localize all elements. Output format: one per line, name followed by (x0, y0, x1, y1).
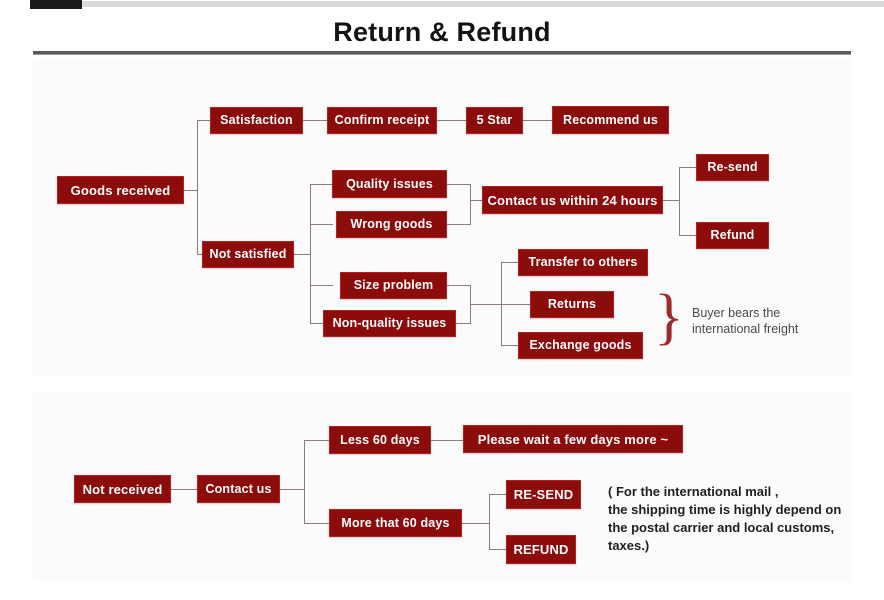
connector-merge-to-contact24h (470, 200, 483, 201)
connector-less60-to-wait (431, 440, 463, 441)
connector-to-resend-2 (489, 494, 506, 495)
node-not-satisfied[interactable]: Not satisfied (202, 241, 294, 268)
connector-to-wrong-goods (310, 224, 333, 225)
connector-to-less-60-days (304, 440, 330, 441)
node-refund-2[interactable]: REFUND (506, 535, 576, 564)
connector-contact-to-split (280, 489, 305, 490)
node-exchange-goods[interactable]: Exchange goods (518, 332, 643, 359)
node-goods-received[interactable]: Goods received (57, 176, 184, 204)
connector-issues-vertical (310, 184, 311, 324)
node-please-wait[interactable]: Please wait a few days more ~ (463, 425, 683, 453)
connector-size-to-merge (447, 285, 471, 286)
page-title: Return & Refund (333, 17, 551, 47)
connector-contact24h-to-split (662, 200, 680, 201)
node-transfer-to-others[interactable]: Transfer to others (518, 249, 648, 276)
annotation-buyer-bears-freight: Buyer bears the international freight (692, 306, 799, 336)
node-contact-us-within-24-hours[interactable]: Contact us within 24 hours (482, 186, 663, 214)
connector-5star-to-recommend (523, 120, 553, 121)
connector-resend-refund-vertical-2 (489, 494, 490, 550)
top-black-marker (30, 0, 82, 9)
node-more-that-60-days[interactable]: More that 60 days (329, 509, 462, 537)
connector-wrong-to-merge (447, 224, 471, 225)
connector-goods-vertical (197, 120, 198, 255)
node-re-send-2[interactable]: RE-SEND (506, 480, 581, 509)
connector-to-returns (501, 304, 531, 305)
connector-nonquality-to-merge (456, 323, 471, 324)
node-re-send[interactable]: Re-send (696, 154, 769, 181)
connector-to-more-60-days (304, 523, 330, 524)
connector-to-satisfaction (197, 120, 211, 121)
connector-to-exchange (501, 345, 519, 346)
connector-to-refund (679, 235, 697, 236)
node-refund[interactable]: Refund (696, 222, 769, 249)
node-not-received[interactable]: Not received (74, 475, 171, 503)
connector-to-transfer (501, 262, 519, 263)
node-quality-issues[interactable]: Quality issues (332, 170, 447, 198)
node-recommend-us[interactable]: Recommend us (552, 106, 669, 134)
top-gray-strip (82, 1, 884, 7)
connector-to-non-quality (310, 323, 333, 324)
connector-notsat-to-split (294, 254, 310, 255)
node-wrong-goods[interactable]: Wrong goods (336, 211, 447, 238)
connector-options-vertical (501, 262, 502, 345)
connector-merge-vertical-24h (470, 184, 471, 224)
connector-satisfaction-to-confirm (303, 120, 328, 121)
connector-to-refund-2 (489, 549, 506, 550)
connector-to-quality-issues (310, 184, 333, 185)
connector-goods-to-split (184, 190, 198, 191)
node-less-60-days[interactable]: Less 60 days (329, 426, 431, 454)
node-returns[interactable]: Returns (530, 291, 614, 318)
node-contact-us[interactable]: Contact us (197, 475, 280, 503)
connector-notreceived-to-contact (171, 489, 197, 490)
connector-resend-refund-vertical (679, 167, 680, 235)
node-non-quality-issues[interactable]: Non-quality issues (323, 310, 456, 337)
connector-more60-to-split (462, 523, 490, 524)
connector-quality-to-merge (447, 184, 471, 185)
connector-confirm-to-5star (437, 120, 467, 121)
node-satisfaction[interactable]: Satisfaction (210, 107, 303, 134)
connector-days-vertical (304, 440, 305, 524)
node-size-problem[interactable]: Size problem (340, 272, 447, 299)
connector-merge-to-options (470, 304, 502, 305)
connector-to-resend (679, 167, 697, 168)
title-divider (33, 51, 851, 55)
annotation-international-mail: ( For the international mail , the shipp… (608, 484, 842, 553)
brace-icon: } (654, 283, 684, 351)
connector-to-size-problem (310, 285, 333, 286)
node-confirm-receipt[interactable]: Confirm receipt (327, 107, 437, 134)
node-5-star[interactable]: 5 Star (466, 107, 523, 134)
